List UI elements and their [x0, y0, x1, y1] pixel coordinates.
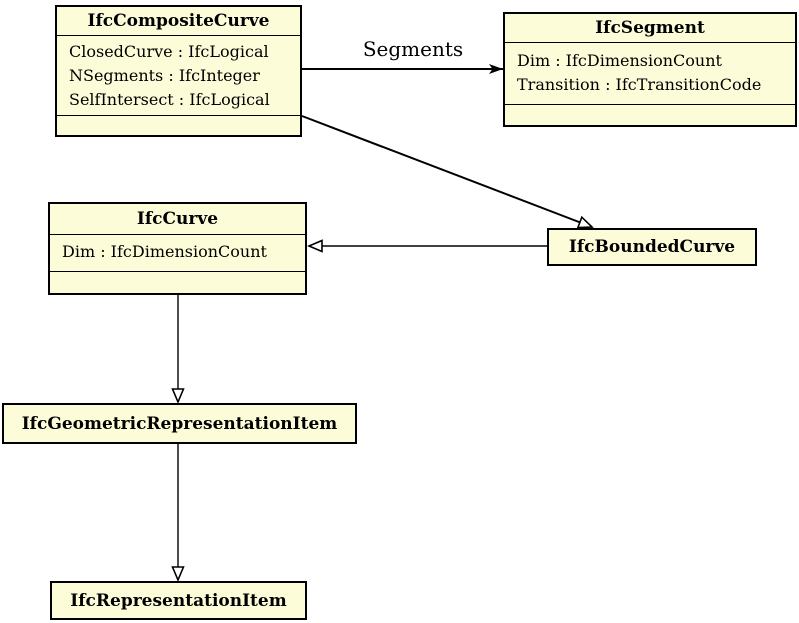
class-node-ifcsegment: IfcSegment Dim : IfcDimensionCount Trans…	[503, 12, 797, 127]
class-attributes: Dim : IfcDimensionCount Transition : Ifc…	[505, 42, 795, 104]
class-title: IfcBoundedCurve	[568, 237, 736, 257]
edge-label-segments: Segments	[362, 37, 464, 61]
class-title: IfcCompositeCurve	[87, 11, 270, 31]
attribute-row: ClosedCurve : IfcLogical	[69, 42, 269, 61]
attribute-row: SelfIntersect : IfcLogical	[69, 90, 270, 109]
attribute-row: NSegments : IfcInteger	[69, 66, 260, 85]
class-node-ifcrepresentationitem: IfcRepresentationItem	[50, 581, 307, 620]
class-title: IfcCurve	[136, 209, 219, 229]
class-node-ifccurve: IfcCurve Dim : IfcDimensionCount	[48, 202, 307, 295]
class-title: IfcSegment	[595, 18, 705, 38]
edge-inheritance-composite-to-boundedcurve	[301, 115, 592, 227]
attribute-row: Dim : IfcDimensionCount	[517, 51, 722, 70]
class-attributes: Dim : IfcDimensionCount	[50, 234, 305, 271]
class-node-ifcboundedcurve: IfcBoundedCurve	[547, 228, 757, 266]
attribute-row: Transition : IfcTransitionCode	[517, 75, 762, 94]
class-operations-empty	[505, 104, 795, 125]
class-node-ifccompositecurve: IfcCompositeCurve ClosedCurve : IfcLogic…	[55, 5, 302, 137]
class-attributes: ClosedCurve : IfcLogical NSegments : Ifc…	[57, 35, 300, 115]
attribute-row: Dim : IfcDimensionCount	[62, 242, 267, 261]
class-operations-empty	[57, 115, 300, 135]
class-title: IfcRepresentationItem	[70, 590, 287, 611]
class-title: IfcGeometricRepresentationItem	[21, 413, 338, 434]
class-operations-empty	[50, 271, 305, 293]
class-node-ifcgeometricrepresentationitem: IfcGeometricRepresentationItem	[2, 403, 357, 444]
